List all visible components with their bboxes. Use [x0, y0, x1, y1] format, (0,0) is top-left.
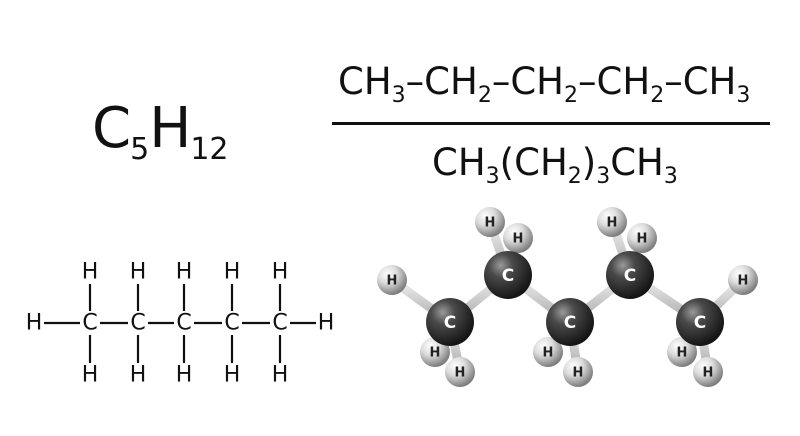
hydrogen-atom — [627, 223, 657, 253]
hydrogen-atom — [377, 265, 407, 295]
condensed-sub: 3 — [391, 83, 406, 108]
condensed-atom: CH — [338, 60, 392, 103]
semi-sub: 3 — [663, 164, 678, 189]
semi-part: ) — [581, 141, 597, 184]
hydrogen-atom — [475, 207, 505, 237]
carbon-atom — [546, 298, 594, 346]
condensed-dash: – — [578, 60, 597, 103]
formula-carbon: C — [92, 96, 131, 161]
hydrogen-atom — [533, 337, 563, 367]
hydrogen-atom-label: H — [677, 346, 688, 361]
carbon-atom-label: C — [444, 313, 456, 333]
carbon-atom — [484, 251, 532, 299]
carbon-atom — [426, 298, 474, 346]
hydrogen-atom-label: H — [387, 274, 398, 289]
hydrogen-atom — [597, 207, 627, 237]
condensed-sub: 2 — [564, 83, 579, 108]
hydrogen-label: H — [224, 363, 241, 388]
carbon-atom — [606, 251, 654, 299]
carbon-atom-label: C — [694, 313, 706, 333]
hydrogen-atom-label: H — [573, 366, 584, 381]
carbon-atom — [676, 298, 724, 346]
carbon-atom-label: C — [624, 266, 636, 286]
hydrogen-atom — [693, 357, 723, 387]
condensed-dash: – — [405, 60, 425, 103]
hydrogen-atom-label: H — [455, 366, 466, 381]
condensed-atom: CH — [682, 60, 737, 103]
condensed-sub: 2 — [477, 83, 492, 108]
hydrogen-atom — [728, 265, 758, 295]
formula-carbon-count: 5 — [130, 132, 150, 167]
hydrogen-atom-label: H — [485, 216, 496, 231]
carbon-label: C — [130, 311, 145, 336]
hydrogen-label: H — [272, 363, 289, 388]
divider-line — [332, 122, 770, 125]
semi-part: (CH — [499, 141, 568, 184]
semi-part: CH — [610, 141, 664, 184]
hydrogen-label: H — [318, 311, 335, 336]
hydrogen-atom-label: H — [703, 366, 714, 381]
condensed-atom: CH — [510, 60, 565, 103]
formula-hydrogen: H — [149, 96, 191, 161]
condensed-sub: 2 — [650, 83, 665, 108]
carbon-atom-label: C — [502, 266, 514, 286]
carbon-label: C — [176, 311, 191, 336]
carbon-label: C — [82, 311, 97, 336]
hydrogen-label: H — [272, 260, 289, 285]
formula-hydrogen-count: 12 — [190, 132, 229, 167]
hydrogen-atom-label: H — [543, 346, 554, 361]
hydrogen-label: H — [82, 363, 99, 388]
hydrogen-label: H — [130, 260, 147, 285]
semi-sub: 2 — [567, 164, 582, 189]
carbon-atom-label: C — [564, 313, 576, 333]
hydrogen-label: H — [130, 363, 147, 388]
hydrogen-atom-label: H — [607, 216, 618, 231]
molecular-formula: C5H12 — [92, 96, 229, 167]
hydrogen-label: H — [176, 363, 193, 388]
condensed-formula: CH3–CH2–CH2–CH2–CH3 — [338, 60, 750, 108]
semi-sub: 3 — [596, 164, 611, 189]
structural-formula: H H C H H C H H C H H C H H C H H — [26, 260, 335, 388]
hydrogen-label: H — [176, 260, 193, 285]
hydrogen-atom-label: H — [637, 232, 648, 247]
hydrogen-label: H — [224, 260, 241, 285]
condensed-dash: – — [664, 60, 683, 103]
condensed-sub: 3 — [736, 83, 751, 108]
condensed-atom: CH — [424, 60, 478, 103]
condensed-dash: – — [491, 60, 511, 103]
hydrogen-atom-label: H — [430, 346, 441, 361]
hydrogen-label: H — [26, 311, 43, 336]
carbon-label: C — [272, 311, 287, 336]
hydrogen-atom — [667, 337, 697, 367]
hydrogen-atom — [445, 357, 475, 387]
hydrogen-atom — [503, 223, 533, 253]
hydrogen-atom-label: H — [513, 232, 524, 247]
hydrogen-atom — [563, 357, 593, 387]
condensed-atom: CH — [596, 60, 651, 103]
hydrogen-label: H — [82, 260, 99, 285]
semi-condensed-formula: CH3(CH2)3CH3 — [432, 141, 678, 189]
semi-part: CH — [432, 141, 486, 184]
carbon-label: C — [224, 311, 239, 336]
semi-sub: 3 — [485, 164, 500, 189]
hydrogen-atom-label: H — [738, 274, 749, 289]
